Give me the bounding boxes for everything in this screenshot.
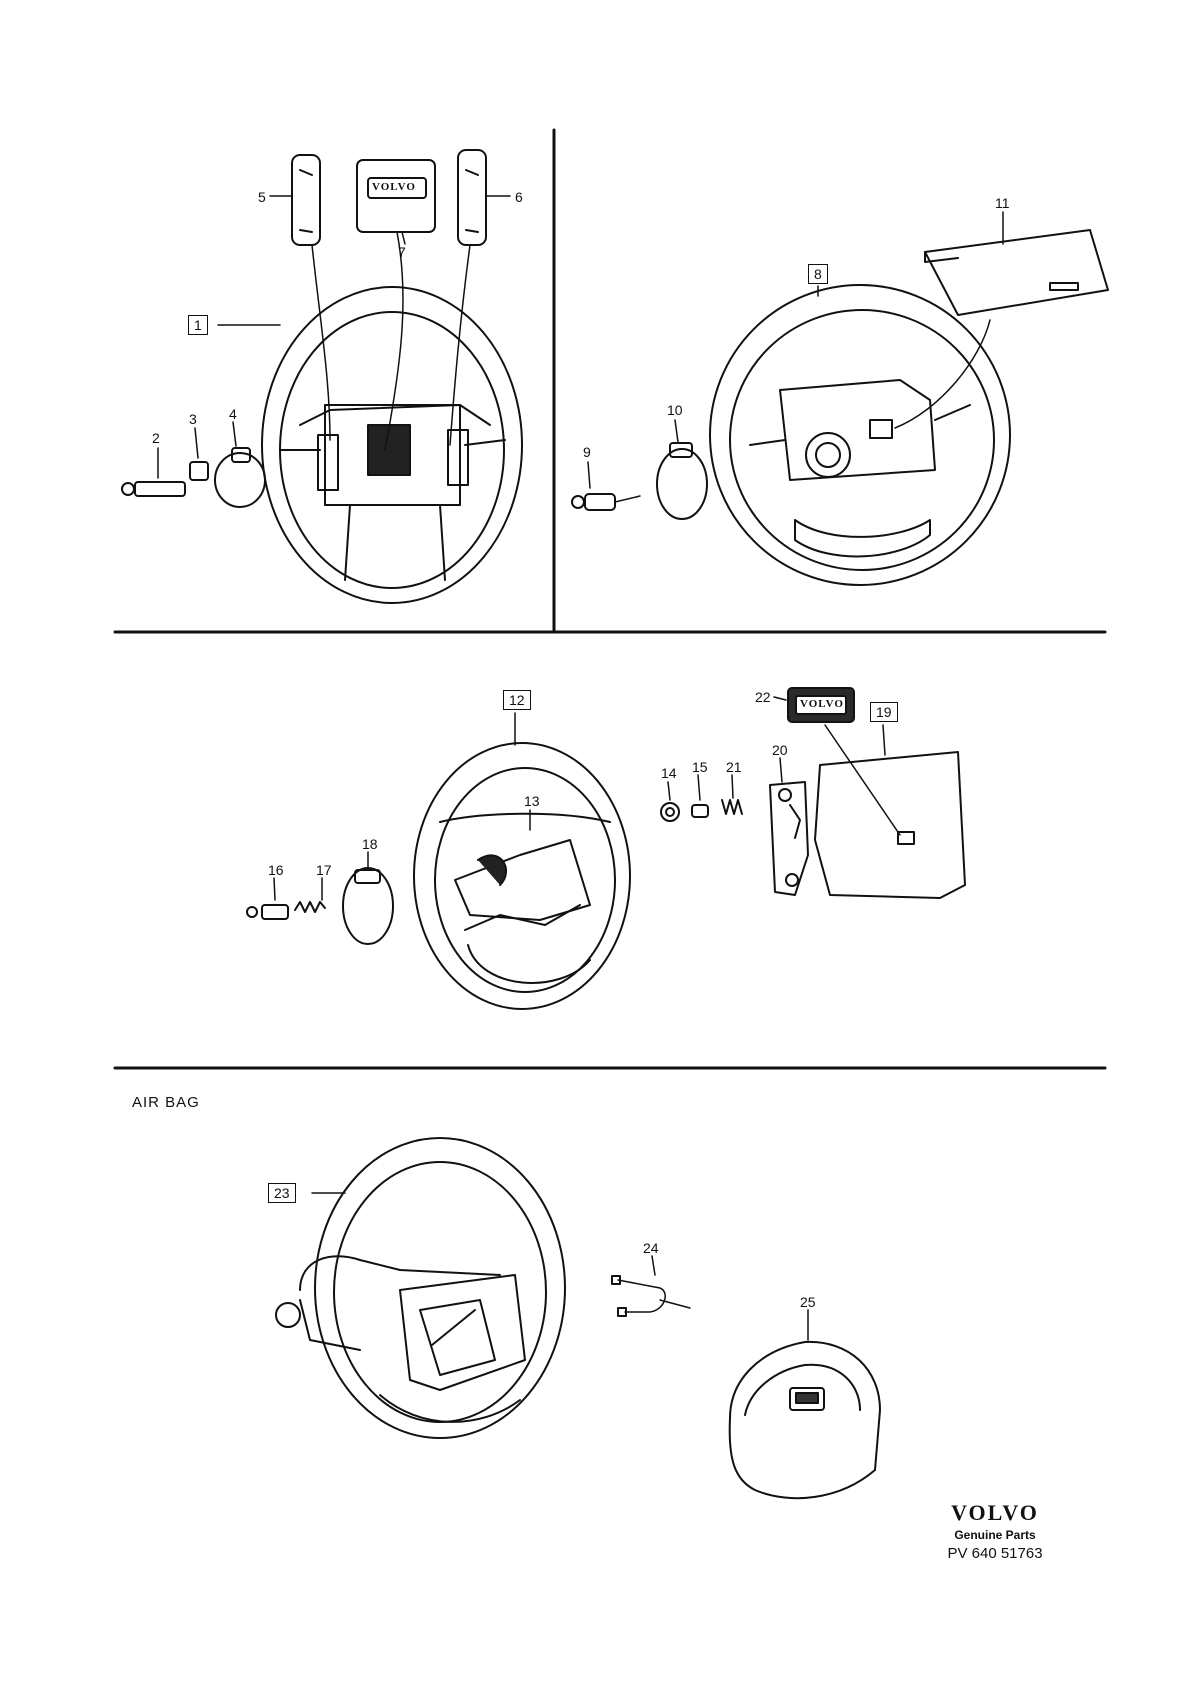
horn-pad-right-6	[457, 149, 487, 246]
airbag-module-25	[728, 1340, 881, 1500]
leader-3	[194, 427, 199, 459]
spring-21	[721, 799, 743, 815]
horn-pad-left-5	[291, 154, 321, 246]
leader-16	[273, 877, 276, 901]
callout-21: 21	[726, 759, 742, 775]
callout-24: 24	[643, 1240, 659, 1256]
horn-contact-9	[571, 493, 641, 511]
emblem-label-22: VOLVO	[800, 698, 844, 710]
section-title-airbag: AIR BAG	[132, 1094, 200, 1111]
nut-14	[660, 802, 680, 822]
spring-17	[294, 901, 326, 913]
contact-ring-10	[656, 442, 708, 520]
wire-5	[311, 244, 331, 441]
callout-22: 22	[755, 689, 771, 705]
callout-23: 23	[268, 1183, 296, 1203]
leader-4	[232, 421, 237, 447]
callout-3: 3	[189, 411, 197, 427]
callout-12: 12	[503, 690, 531, 710]
callout-2: 2	[152, 430, 160, 446]
callout-15: 15	[692, 759, 708, 775]
emblem-22	[787, 687, 855, 723]
wiring-24	[611, 1275, 691, 1317]
callout-7: 7	[398, 244, 406, 260]
diagram-code: PV 640 51763	[947, 1545, 1043, 1562]
callout-10: 10	[667, 402, 683, 418]
cover-plate-11	[924, 229, 1109, 316]
leader-19	[882, 724, 886, 756]
spring-3	[189, 461, 209, 481]
callout-13: 13	[524, 793, 540, 809]
leader-14	[667, 781, 671, 801]
callout-18: 18	[362, 836, 378, 852]
callout-1: 1	[188, 315, 208, 335]
callout-20: 20	[772, 742, 788, 758]
callout-19: 19	[870, 702, 898, 722]
steering-wheel-8	[709, 284, 1011, 586]
leader-24	[651, 1255, 656, 1276]
callout-8: 8	[808, 264, 828, 284]
callout-25: 25	[800, 1294, 816, 1310]
callout-14: 14	[661, 765, 677, 781]
wire-6	[449, 244, 471, 446]
bracket-20	[769, 781, 809, 896]
contact-ring-18	[342, 867, 394, 945]
leader-7	[401, 231, 406, 245]
pad-cover-19	[814, 751, 966, 899]
washer-15	[691, 804, 709, 818]
callout-6: 6	[515, 189, 523, 205]
callout-11: 11	[995, 195, 1010, 211]
emblem-label-7: VOLVO	[372, 181, 416, 193]
leader-10	[674, 419, 679, 443]
brand-name: VOLVO	[951, 1500, 1039, 1525]
callout-5: 5	[258, 189, 266, 205]
steering-wheel-12	[413, 742, 631, 1010]
wire-11	[894, 319, 991, 429]
leader-22	[773, 696, 787, 701]
callout-16: 16	[268, 862, 284, 878]
center-emblem-7	[356, 159, 436, 233]
contact-ring-4	[214, 447, 266, 508]
callout-17: 17	[316, 862, 332, 878]
leader-20	[779, 757, 783, 783]
horn-contact-16	[246, 904, 289, 920]
steering-wheel-1	[261, 286, 523, 604]
horn-contact-2	[121, 481, 186, 497]
steering-wheel-23	[275, 1137, 566, 1439]
brand-block: VOLVO Genuine Parts PV 640 51763	[935, 1500, 1055, 1562]
callout-4: 4	[229, 406, 237, 422]
leader-9	[587, 461, 591, 489]
wire-7	[384, 231, 404, 451]
callout-9: 9	[583, 444, 591, 460]
wire-22	[824, 724, 901, 836]
leader-15	[697, 774, 701, 801]
brand-subtitle: Genuine Parts	[954, 1528, 1036, 1542]
leader-21	[731, 774, 734, 799]
